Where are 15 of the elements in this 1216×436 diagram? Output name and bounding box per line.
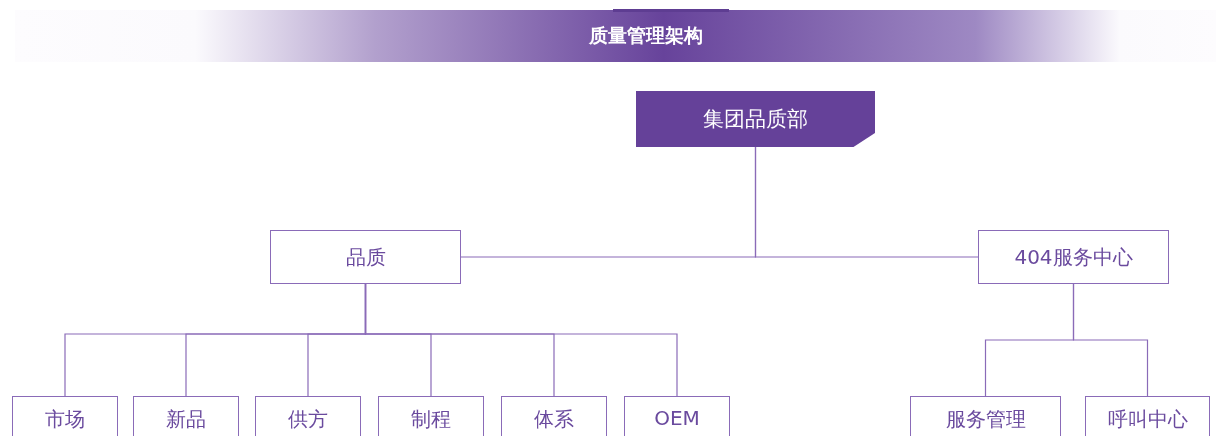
connector-line [1072, 283, 1149, 397]
connector-line [754, 146, 979, 258]
unit-box: 供方 [255, 396, 361, 436]
unit-box: 404服务中心 [978, 230, 1169, 284]
department-box: 集团品质部 [636, 91, 875, 147]
title: 质量管理架构 [588, 23, 703, 48]
unit-box: 服务管理 [910, 396, 1061, 436]
unit-box: 呼叫中心 [1085, 396, 1210, 436]
unit-box: 品质 [270, 230, 461, 284]
unit-box: 体系 [501, 396, 607, 436]
unit-box: OEM [624, 396, 730, 436]
unit-box: 新品 [133, 396, 239, 436]
unit-box: 制程 [378, 396, 484, 436]
connector-line [364, 283, 678, 397]
unit-box: 市场 [12, 396, 118, 436]
